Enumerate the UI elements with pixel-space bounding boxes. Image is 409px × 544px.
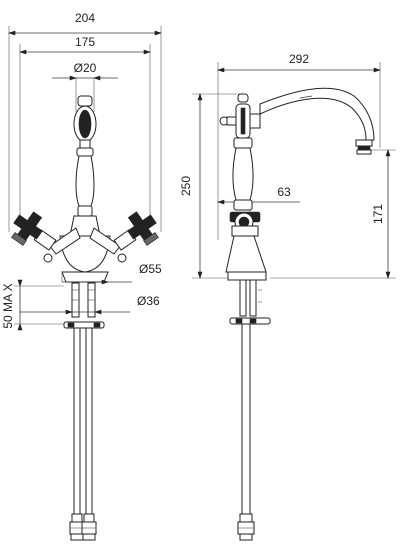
- handle-spread-label: 175: [75, 35, 95, 49]
- dimension-base-diameter: Ø55: [61, 262, 162, 285]
- overall-width-label: 204: [75, 11, 95, 25]
- base-diameter-label: Ø55: [139, 262, 162, 276]
- dimension-spout-reach: 292: [217, 52, 381, 240]
- max-mount-thickness-label: 50 MA X: [1, 283, 15, 328]
- dimension-total-height: 250: [179, 93, 240, 279]
- dimension-handle-spread: 175: [19, 35, 151, 220]
- total-height-label: 250: [179, 176, 193, 196]
- dimension-max-mount-thickness: 50 MA X: [1, 279, 64, 331]
- supply-shanks-side: [229, 279, 271, 541]
- faucet-body-side: [219, 87, 375, 281]
- front-view: 204 175 Ø20: [1, 11, 162, 541]
- dimension-spout-outlet-height: 171: [270, 149, 396, 279]
- side-view: 292 250 171 63: [179, 52, 396, 541]
- spout-diameter-label: Ø20: [74, 61, 97, 75]
- base-to-centre-label: 63: [277, 185, 291, 199]
- spout-outlet-height-label: 171: [371, 204, 385, 224]
- supply-shanks-front: [63, 282, 105, 541]
- dimension-spout-diameter: Ø20: [52, 61, 118, 112]
- left-cross-handle: [11, 211, 81, 263]
- dimension-overall-width: 204: [8, 11, 162, 232]
- shank-diameter-label: Ø36: [137, 294, 160, 308]
- spout-reach-label: 292: [289, 52, 309, 66]
- faucet-body-front: [59, 95, 111, 283]
- dimension-shank-diameter: Ø36: [20, 294, 160, 315]
- right-cross-handle: [89, 211, 159, 263]
